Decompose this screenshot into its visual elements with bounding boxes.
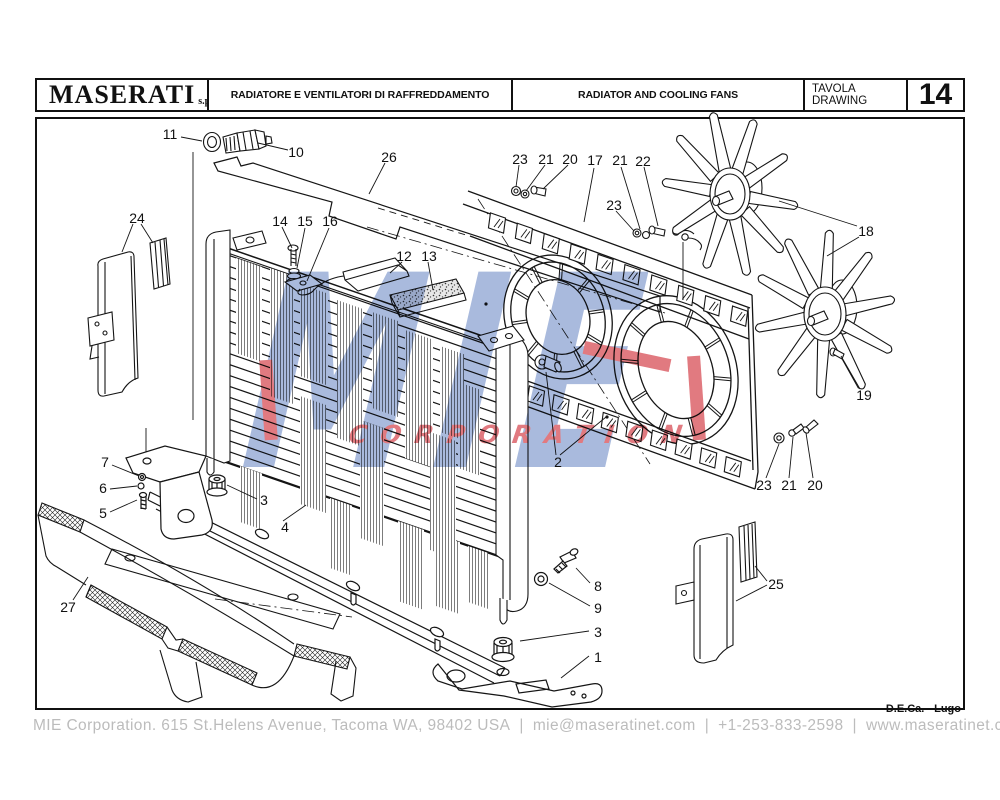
screw-washer-sets — [510, 185, 819, 444]
callout-5: 5 — [99, 505, 107, 521]
contact-address: MIE Corporation. 615 St.Helens Avenue, T… — [33, 717, 511, 734]
callout-8: 8 — [594, 578, 602, 594]
title-italian: RADIATORE E VENTILATORI DI RAFFREDDAMENT… — [230, 89, 490, 101]
callout-15: 15 — [297, 213, 313, 229]
side-deflectors — [87, 237, 758, 664]
shroud-vent-squares — [487, 212, 749, 478]
cooling-fan-1 — [661, 112, 799, 276]
lower-crossmember-and-mounts — [125, 445, 603, 708]
tavola-cell: TAVOLA DRAWING — [805, 80, 908, 110]
callout-10: 10 — [288, 144, 304, 160]
separator: | — [519, 717, 524, 734]
callout-3: 3 — [260, 492, 268, 508]
title-english-cell: RADIATOR AND COOLING FANS — [513, 80, 805, 110]
separator: | — [704, 717, 710, 734]
callout-3: 3 — [594, 624, 602, 640]
fan-1-blades — [661, 112, 799, 276]
brand-suffix: s.p.a. — [198, 95, 209, 107]
callout-23: 23 — [606, 197, 622, 213]
callout-21: 21 — [781, 477, 797, 493]
brand-cell: MASERATI s.p.a. — [37, 80, 209, 110]
drawing-frame — [35, 117, 965, 710]
credit-line: D.E.Ca. - Lugo — [885, 703, 961, 715]
callout-20: 20 — [807, 477, 823, 493]
callout-16: 16 — [322, 213, 338, 229]
callout-2: 2 — [554, 454, 562, 470]
contact-email: mie@maseratinet.com — [532, 717, 696, 734]
callout-18: 18 — [858, 223, 874, 239]
callout-14: 14 — [272, 213, 288, 229]
callout-20: 20 — [562, 151, 578, 167]
title-english: RADIATOR AND COOLING FANS — [577, 89, 739, 101]
tavola-label: TAVOLA — [812, 82, 856, 95]
air-dam-spoiler — [37, 502, 357, 703]
callout-6: 6 — [99, 480, 107, 496]
callout-17: 17 — [587, 152, 603, 168]
callout-23: 23 — [756, 477, 772, 493]
header-table: MASERATI s.p.a. RADIATORE E VENTILATORI … — [35, 78, 965, 112]
radiator-fins — [236, 258, 488, 615]
callout-leader-lines — [72, 136, 861, 679]
callout-21: 21 — [612, 152, 628, 168]
callout-9: 9 — [594, 600, 602, 616]
callout-7: 7 — [101, 454, 109, 470]
contact-line: MIE Corporation. 615 St.Helens Avenue, T… — [33, 717, 1000, 735]
cooling-fan-2 — [754, 229, 896, 399]
callout-26: 26 — [381, 149, 397, 165]
callout-27: 27 — [60, 599, 76, 615]
drawing-number: 14 — [918, 80, 953, 110]
fan-shroud — [462, 190, 759, 490]
drawing-label: DRAWING — [812, 95, 868, 107]
brand-name: MASERATI — [49, 80, 196, 109]
callout-22: 22 — [635, 153, 651, 169]
fan-2-blades — [754, 229, 896, 399]
callout-11: 11 — [162, 126, 178, 142]
callout-25: 25 — [768, 576, 784, 592]
callout-19: 19 — [856, 387, 872, 403]
contact-website: www.maseratinet.com — [865, 717, 1000, 734]
callout-4: 4 — [281, 519, 289, 535]
callout-1: 1 — [594, 649, 602, 665]
callout-21: 21 — [538, 151, 554, 167]
callout-24: 24 — [129, 210, 145, 226]
callout-13: 13 — [421, 248, 437, 264]
title-italian-cell: RADIATORE E VENTILATORI DI RAFFREDDAMENT… — [209, 80, 513, 110]
callout-23: 23 — [512, 151, 528, 167]
contact-phone: +1-253-833-2598 — [718, 717, 844, 734]
separator: | — [852, 717, 857, 734]
callout-12: 12 — [396, 248, 412, 264]
drawing-number-cell: 14 — [908, 80, 963, 110]
